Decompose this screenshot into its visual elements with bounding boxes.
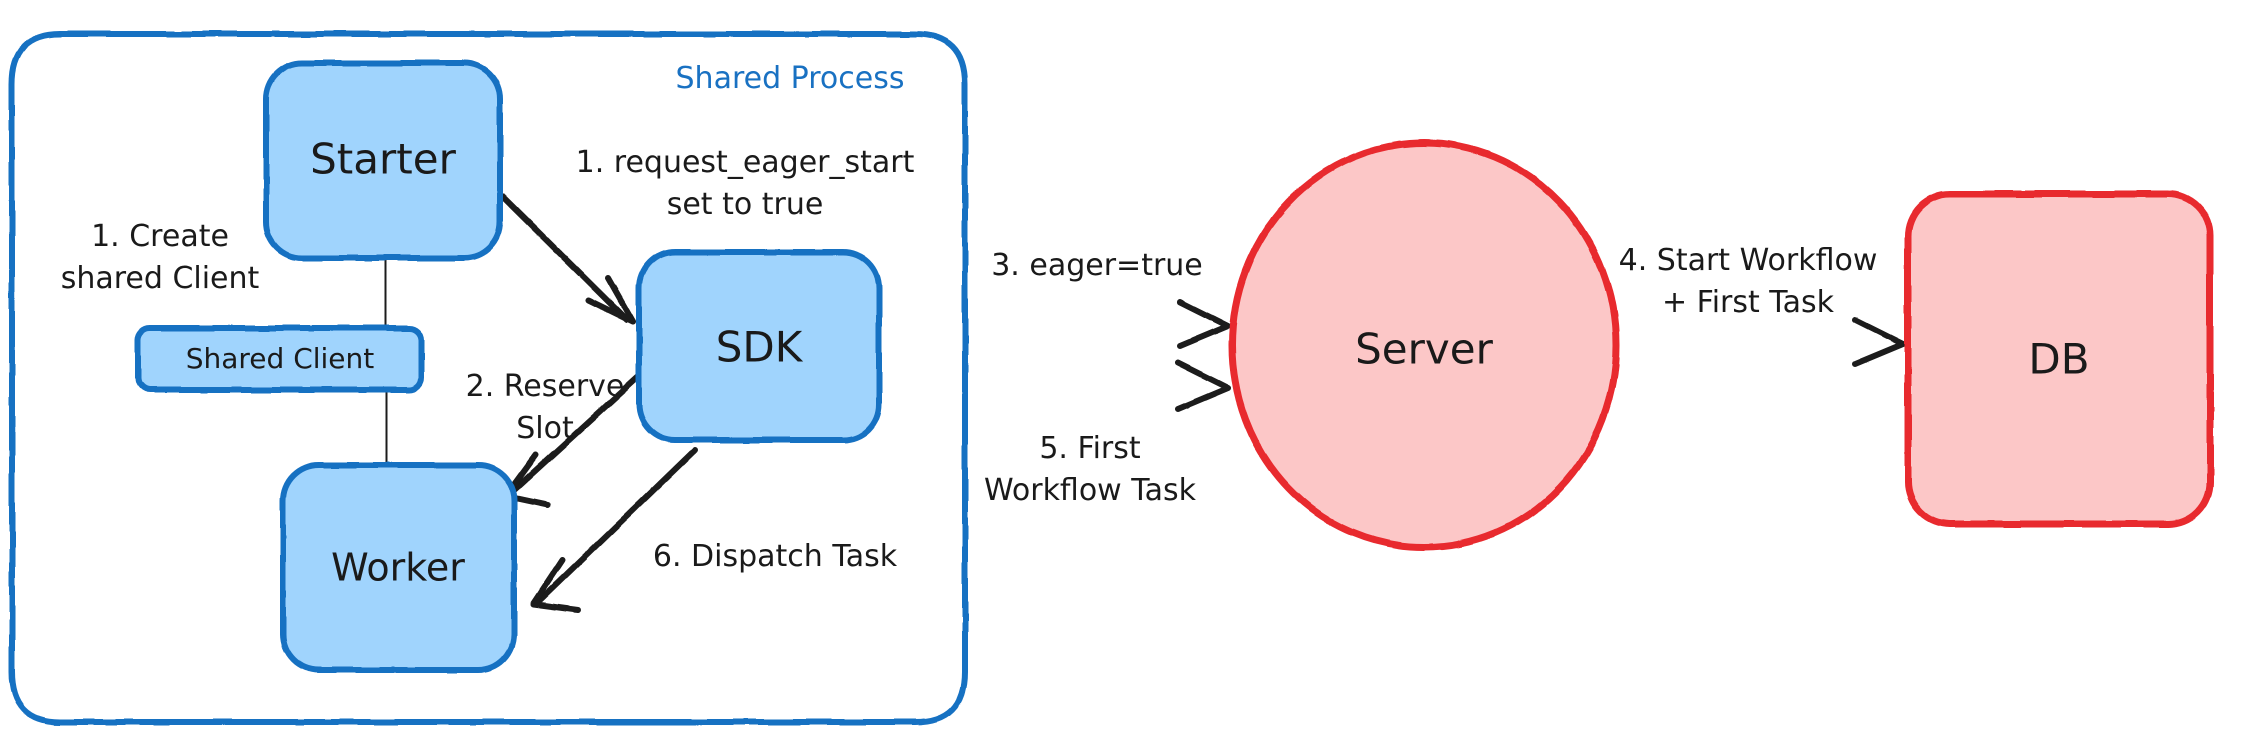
edge-label-create-shared-client-line2: shared Client bbox=[61, 261, 260, 296]
node-worker-label: Worker bbox=[331, 546, 465, 590]
shared-process-label: Shared Process bbox=[676, 61, 905, 96]
shared-process-container: Shared Process bbox=[9, 31, 968, 725]
edge-first-workflow-task: 5. First Workflow Task bbox=[877, 360, 1231, 508]
edge-label-reserve-slot-line2: Slot bbox=[516, 411, 574, 446]
node-shared-client-label: Shared Client bbox=[186, 342, 375, 375]
node-server[interactable]: Server bbox=[1228, 139, 1620, 551]
node-shared-client[interactable]: Shared Client bbox=[135, 325, 424, 393]
node-starter-label: Starter bbox=[310, 135, 456, 184]
node-worker[interactable]: Worker bbox=[280, 462, 517, 673]
node-sdk-label: SDK bbox=[716, 323, 804, 372]
edge-dispatch-task: 6. Dispatch Task bbox=[530, 447, 898, 613]
edge-label-first-workflow-task-line2: Workflow Task bbox=[984, 473, 1197, 508]
edge-start-workflow-first-task: 4. Start Workflow + First Task bbox=[1614, 243, 1906, 367]
node-sdk[interactable]: SDK bbox=[636, 249, 882, 443]
edge-create-shared-client: 1. Create shared Client bbox=[61, 219, 390, 468]
edge-label-request-eager-start-line2: set to true bbox=[667, 187, 824, 222]
node-server-label: Server bbox=[1355, 325, 1493, 374]
node-starter[interactable]: Starter bbox=[263, 60, 503, 261]
edge-eager-true: 3. eager=true bbox=[877, 248, 1231, 349]
edge-label-first-workflow-task-line1: 5. First bbox=[1039, 431, 1141, 466]
node-db[interactable]: DB bbox=[1904, 190, 2214, 528]
edge-label-create-shared-client-line1: 1. Create bbox=[91, 219, 229, 254]
edge-request-eager-start: 1. request_eager_start set to true bbox=[499, 145, 915, 325]
edge-label-dispatch-task: 6. Dispatch Task bbox=[653, 539, 898, 574]
edge-label-eager-true: 3. eager=true bbox=[991, 248, 1203, 283]
edge-label-reserve-slot-line1: 2. Reserve bbox=[466, 369, 625, 404]
node-db-label: DB bbox=[2028, 335, 2089, 384]
edge-label-start-workflow-first-task-line1: 4. Start Workflow bbox=[1619, 243, 1878, 278]
edge-label-request-eager-start-line1: 1. request_eager_start bbox=[576, 145, 915, 180]
edge-label-start-workflow-first-task-line2: + First Task bbox=[1662, 285, 1835, 320]
